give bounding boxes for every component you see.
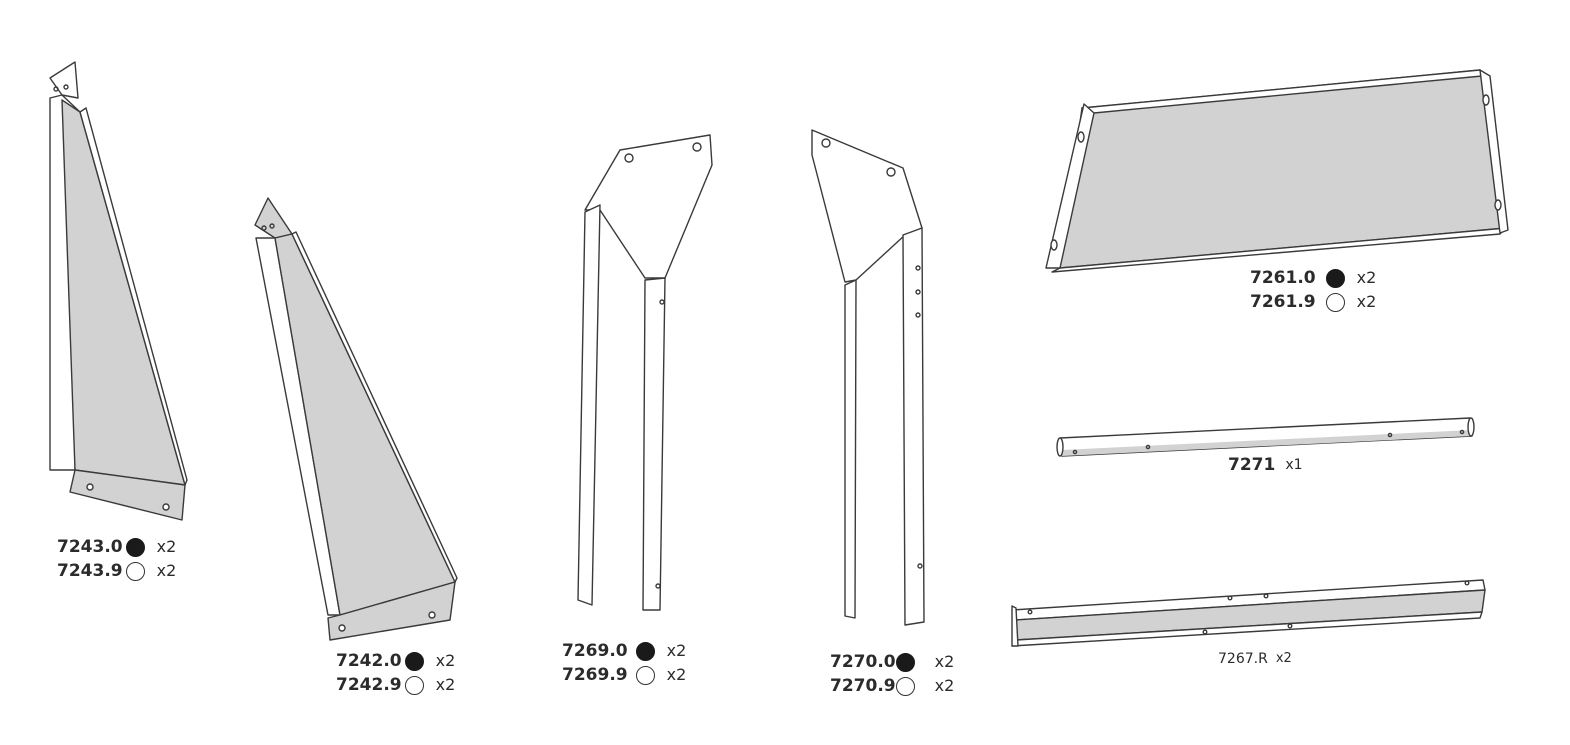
label-group-7242: 7242.0 x2 7242.9 x2 bbox=[336, 649, 455, 697]
part-code: 7269.9 bbox=[562, 665, 628, 685]
part-code: 7242.0 bbox=[336, 651, 402, 671]
label-row: 7270.9 x2 bbox=[830, 674, 954, 698]
part-code: 7242.9 bbox=[336, 675, 402, 695]
label-row: 7269.9 x2 bbox=[562, 663, 686, 687]
part-7267-drawing bbox=[1011, 579, 1486, 647]
part-quantity: x2 bbox=[435, 651, 456, 670]
part-7270-drawing bbox=[811, 129, 925, 626]
part-code: 7261.0 bbox=[1250, 268, 1316, 288]
part-quantity: x2 bbox=[666, 665, 687, 684]
filled-swatch-icon bbox=[404, 651, 424, 671]
part-quantity: x2 bbox=[1275, 651, 1292, 666]
part-code: 7271 bbox=[1228, 455, 1276, 475]
label-row: 7269.0 x2 bbox=[562, 639, 686, 663]
label-group-7270: 7270.0 x2 7270.9 x2 bbox=[830, 650, 954, 698]
part-quantity: x2 bbox=[435, 675, 456, 694]
part-code: 7270.9 bbox=[830, 676, 896, 696]
part-7243-drawing bbox=[49, 61, 188, 521]
filled-swatch-icon bbox=[635, 641, 655, 661]
part-code: 7270.0 bbox=[830, 652, 896, 672]
empty-swatch-icon bbox=[125, 561, 145, 581]
label-row: 7267.R x2 bbox=[1218, 647, 1292, 671]
part-quantity: x2 bbox=[1356, 292, 1377, 311]
part-quantity: x1 bbox=[1285, 457, 1303, 473]
part-code: 7243.0 bbox=[57, 537, 123, 557]
label-group-7269: 7269.0 x2 7269.9 x2 bbox=[562, 639, 686, 687]
part-7261-drawing bbox=[1045, 69, 1509, 273]
part-code: 7269.0 bbox=[562, 641, 628, 661]
part-7242-drawing bbox=[254, 197, 458, 641]
label-row: 7243.9 x2 bbox=[57, 559, 176, 583]
label-group-7243: 7243.0 x2 7243.9 x2 bbox=[57, 535, 176, 583]
label-row: 7243.0 x2 bbox=[57, 535, 176, 559]
label-group-7271: 7271 x1 bbox=[1228, 453, 1303, 477]
label-group-7267: 7267.R x2 bbox=[1218, 647, 1292, 671]
label-row: 7270.0 x2 bbox=[830, 650, 954, 674]
part-quantity: x2 bbox=[934, 676, 955, 695]
part-quantity: x2 bbox=[666, 641, 687, 660]
label-row: 7261.0 x2 bbox=[1250, 266, 1376, 290]
part-quantity: x2 bbox=[156, 537, 177, 556]
empty-swatch-icon bbox=[635, 665, 655, 685]
empty-swatch-icon bbox=[895, 676, 915, 696]
label-row: 7242.0 x2 bbox=[336, 649, 455, 673]
part-7269-drawing bbox=[577, 134, 713, 611]
filled-swatch-icon bbox=[125, 537, 145, 557]
filled-swatch-icon bbox=[1325, 268, 1345, 288]
label-row: 7271 x1 bbox=[1228, 453, 1303, 477]
part-quantity: x2 bbox=[156, 561, 177, 580]
label-row: 7261.9 x2 bbox=[1250, 290, 1376, 314]
part-quantity: x2 bbox=[1356, 268, 1377, 287]
part-7271-drawing bbox=[1056, 417, 1475, 457]
label-group-7261: 7261.0 x2 7261.9 x2 bbox=[1250, 266, 1376, 314]
part-code: 7243.9 bbox=[57, 561, 123, 581]
empty-swatch-icon bbox=[404, 675, 424, 695]
label-row: 7242.9 x2 bbox=[336, 673, 455, 697]
part-code: 7261.9 bbox=[1250, 292, 1316, 312]
filled-swatch-icon bbox=[895, 652, 915, 672]
empty-swatch-icon bbox=[1325, 292, 1345, 312]
part-quantity: x2 bbox=[934, 652, 955, 671]
part-code: 7267.R bbox=[1218, 651, 1268, 667]
